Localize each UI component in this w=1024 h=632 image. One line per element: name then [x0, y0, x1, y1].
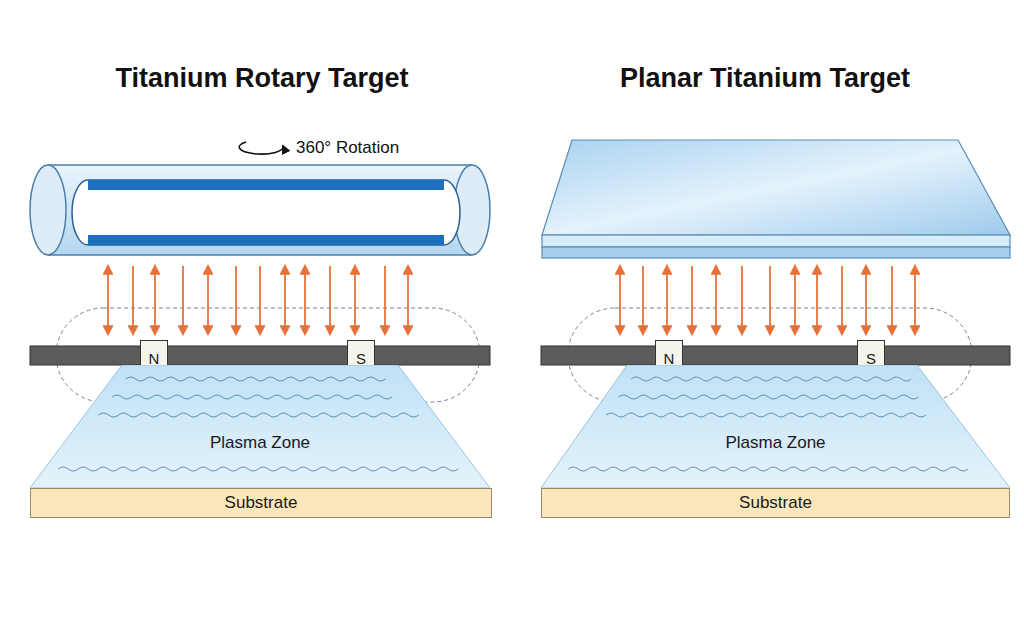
- planar-target: [542, 140, 1010, 258]
- ion-arrow: [816, 266, 818, 334]
- ion-arrow: [154, 266, 156, 334]
- ion-arrow: [642, 266, 644, 334]
- ion-arrow: [235, 266, 237, 334]
- ion-arrow: [891, 266, 893, 334]
- ion-arrow: [407, 266, 409, 334]
- plasma-trapezoid: [541, 365, 1010, 488]
- ion-arrow: [691, 266, 693, 334]
- plasma-zone: Plasma Zone: [30, 365, 490, 488]
- panel-title: Planar Titanium Target: [620, 63, 910, 94]
- ion-arrow: [769, 266, 771, 334]
- ion-arrow: [329, 266, 331, 334]
- rotary-target: [30, 142, 490, 255]
- plasma-trapezoid: [30, 365, 490, 488]
- ion-arrow: [107, 266, 109, 334]
- pole-label: S: [356, 350, 366, 367]
- substrate-label: Substrate: [225, 493, 298, 513]
- ion-arrow: [841, 266, 843, 334]
- ion-arrow: [207, 266, 209, 334]
- rotation-label: 360° Rotation: [296, 138, 399, 158]
- ion-arrow: [304, 266, 306, 334]
- ion-arrow: [865, 266, 867, 334]
- ion-arrow: [384, 266, 386, 334]
- ion-arrow: [741, 266, 743, 334]
- pole-label: S: [866, 350, 876, 367]
- ion-arrow: [132, 266, 134, 334]
- ion-arrow: [284, 266, 286, 334]
- ion-arrow: [259, 266, 261, 334]
- substrate-box: Substrate: [541, 488, 1010, 518]
- pole-label: N: [664, 350, 675, 367]
- ion-arrow: [794, 266, 796, 334]
- plasma-zone: Plasma Zone: [541, 365, 1010, 488]
- pole-label: N: [149, 350, 160, 367]
- panel-title: Titanium Rotary Target: [115, 63, 408, 94]
- ion-arrow: [182, 266, 184, 334]
- ion-arrows: [108, 266, 915, 334]
- substrate-box: Substrate: [30, 488, 492, 518]
- ion-arrow: [715, 266, 717, 334]
- ion-arrow: [914, 266, 916, 334]
- ion-arrow: [666, 266, 668, 334]
- zone-label: Plasma Zone: [206, 433, 314, 453]
- zone-label: Plasma Zone: [721, 433, 829, 453]
- substrate-label: Substrate: [739, 493, 812, 513]
- ion-arrow: [354, 266, 356, 334]
- ion-arrow: [619, 266, 621, 334]
